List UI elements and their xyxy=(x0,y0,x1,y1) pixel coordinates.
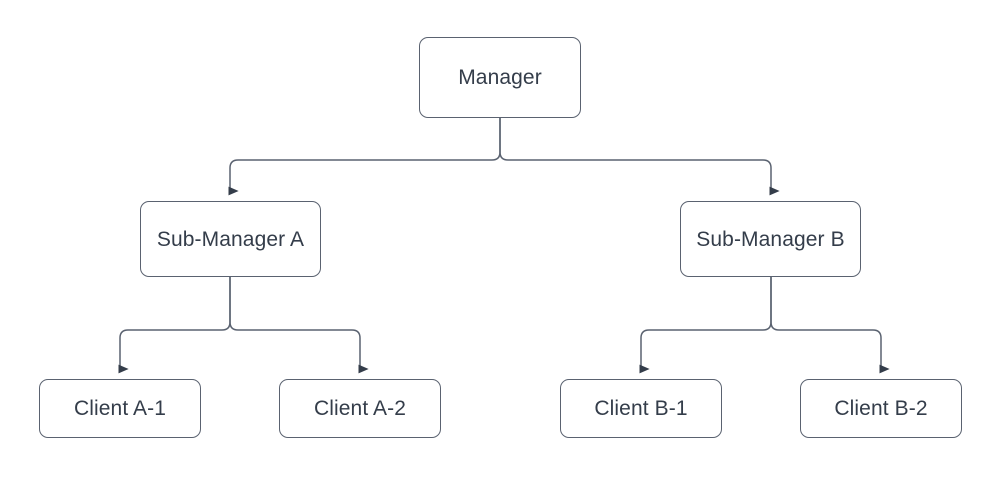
node-manager-label: Manager xyxy=(458,66,542,89)
node-manager[interactable]: Manager xyxy=(419,37,581,118)
edge-sub-manager-a-client-a-1 xyxy=(118,277,231,374)
node-client-a-2-label: Client A-2 xyxy=(313,397,407,420)
node-sub-manager-b[interactable]: Sub-Manager B xyxy=(680,201,861,277)
node-sub-manager-a[interactable]: Sub-Manager A xyxy=(140,201,321,277)
node-client-a-2[interactable]: Client A-2 xyxy=(279,379,441,438)
node-client-b-2-label: Client B-2 xyxy=(834,397,928,420)
edge-manager-sub-manager-b xyxy=(499,118,780,196)
node-client-b-2[interactable]: Client B-2 xyxy=(800,379,962,438)
node-client-b-1[interactable]: Client B-1 xyxy=(560,379,722,438)
node-client-a-1-label: Client A-1 xyxy=(73,397,167,420)
node-client-b-1-label: Client B-1 xyxy=(594,397,688,420)
node-sub-manager-b-label: Sub-Manager B xyxy=(696,227,845,251)
edge-manager-sub-manager-a xyxy=(228,118,501,196)
node-sub-manager-a-label: Sub-Manager A xyxy=(156,227,305,251)
edge-sub-manager-b-client-b-1 xyxy=(639,277,772,374)
node-client-a-1[interactable]: Client A-1 xyxy=(39,379,201,438)
edge-sub-manager-a-client-a-2 xyxy=(229,277,369,374)
edge-sub-manager-b-client-b-2 xyxy=(770,277,890,374)
